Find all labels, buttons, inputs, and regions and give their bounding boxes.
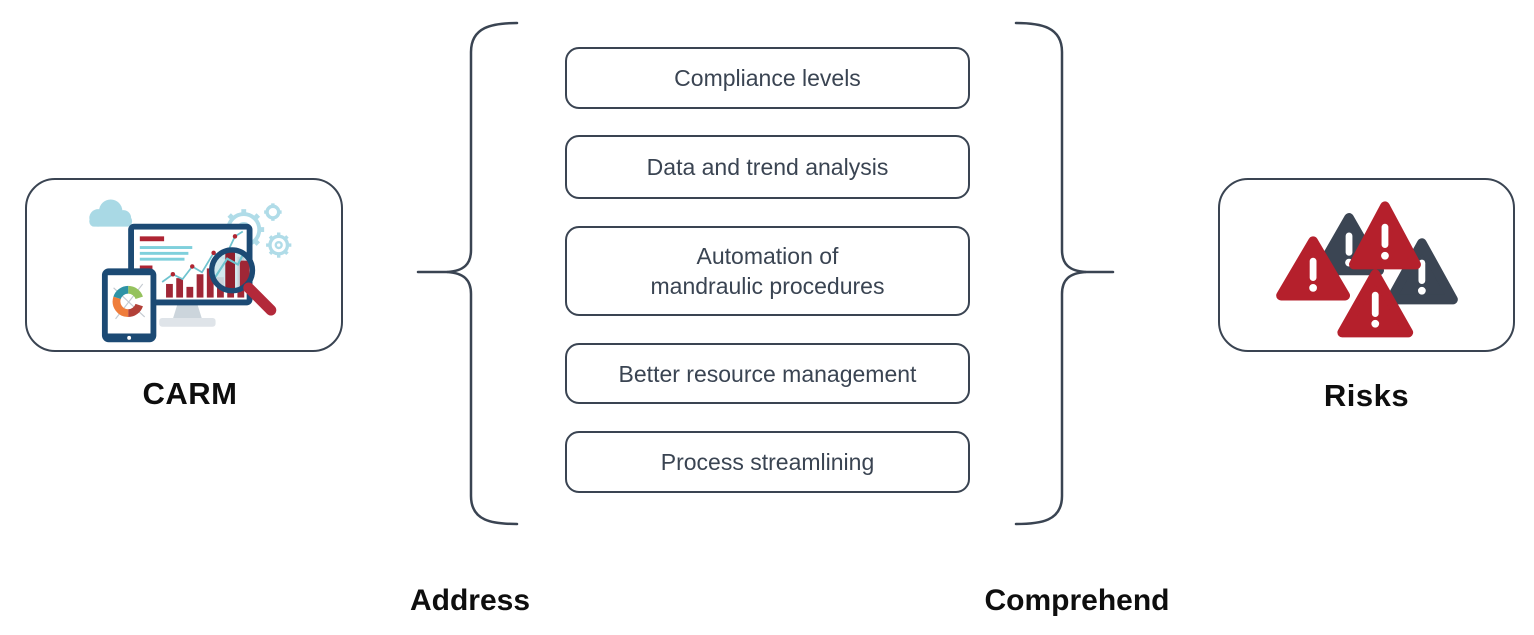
right-curly-brace: [1014, 21, 1087, 526]
data-analytics-icon: [88, 198, 291, 342]
tablet-pie-chart-icon: [101, 267, 156, 342]
benefit-box-resource-management: Better resource management: [565, 343, 970, 404]
benefit-box-process-streamlining: Process streamlining: [565, 431, 970, 493]
benefit-box-data-trend-analysis: Data and trend analysis: [565, 135, 970, 199]
warning-triangle-red-icon: [1336, 268, 1413, 337]
benefit-box-compliance-levels: Compliance levels: [565, 47, 970, 109]
comprehend-label: Comprehend: [984, 584, 1170, 617]
warning-triangles-icon: [1275, 200, 1458, 337]
warning-triangle-red-icon: [1348, 200, 1421, 269]
magnifier-icon: [208, 246, 276, 316]
benefit-box-automation: Automation of mandraulic procedures: [565, 226, 970, 316]
carm-label: CARM: [142, 376, 238, 411]
benefit-label: Compliance levels: [674, 65, 861, 91]
monitor-stand: [158, 302, 216, 327]
address-label: Address: [409, 584, 531, 617]
benefit-label: Better resource management: [618, 360, 917, 387]
cloud-icon: [88, 198, 132, 227]
benefit-label: Data and trend analysis: [646, 154, 889, 180]
carm-node-box: [25, 178, 343, 352]
warning-triangle-red-icon: [1275, 235, 1350, 300]
benefit-label: Automation of mandraulic procedures: [650, 243, 885, 299]
risks-label: Risks: [1323, 378, 1410, 413]
benefit-label: Process streamlining: [660, 449, 875, 475]
risks-node-box: [1218, 178, 1515, 352]
left-curly-brace: [446, 21, 519, 526]
